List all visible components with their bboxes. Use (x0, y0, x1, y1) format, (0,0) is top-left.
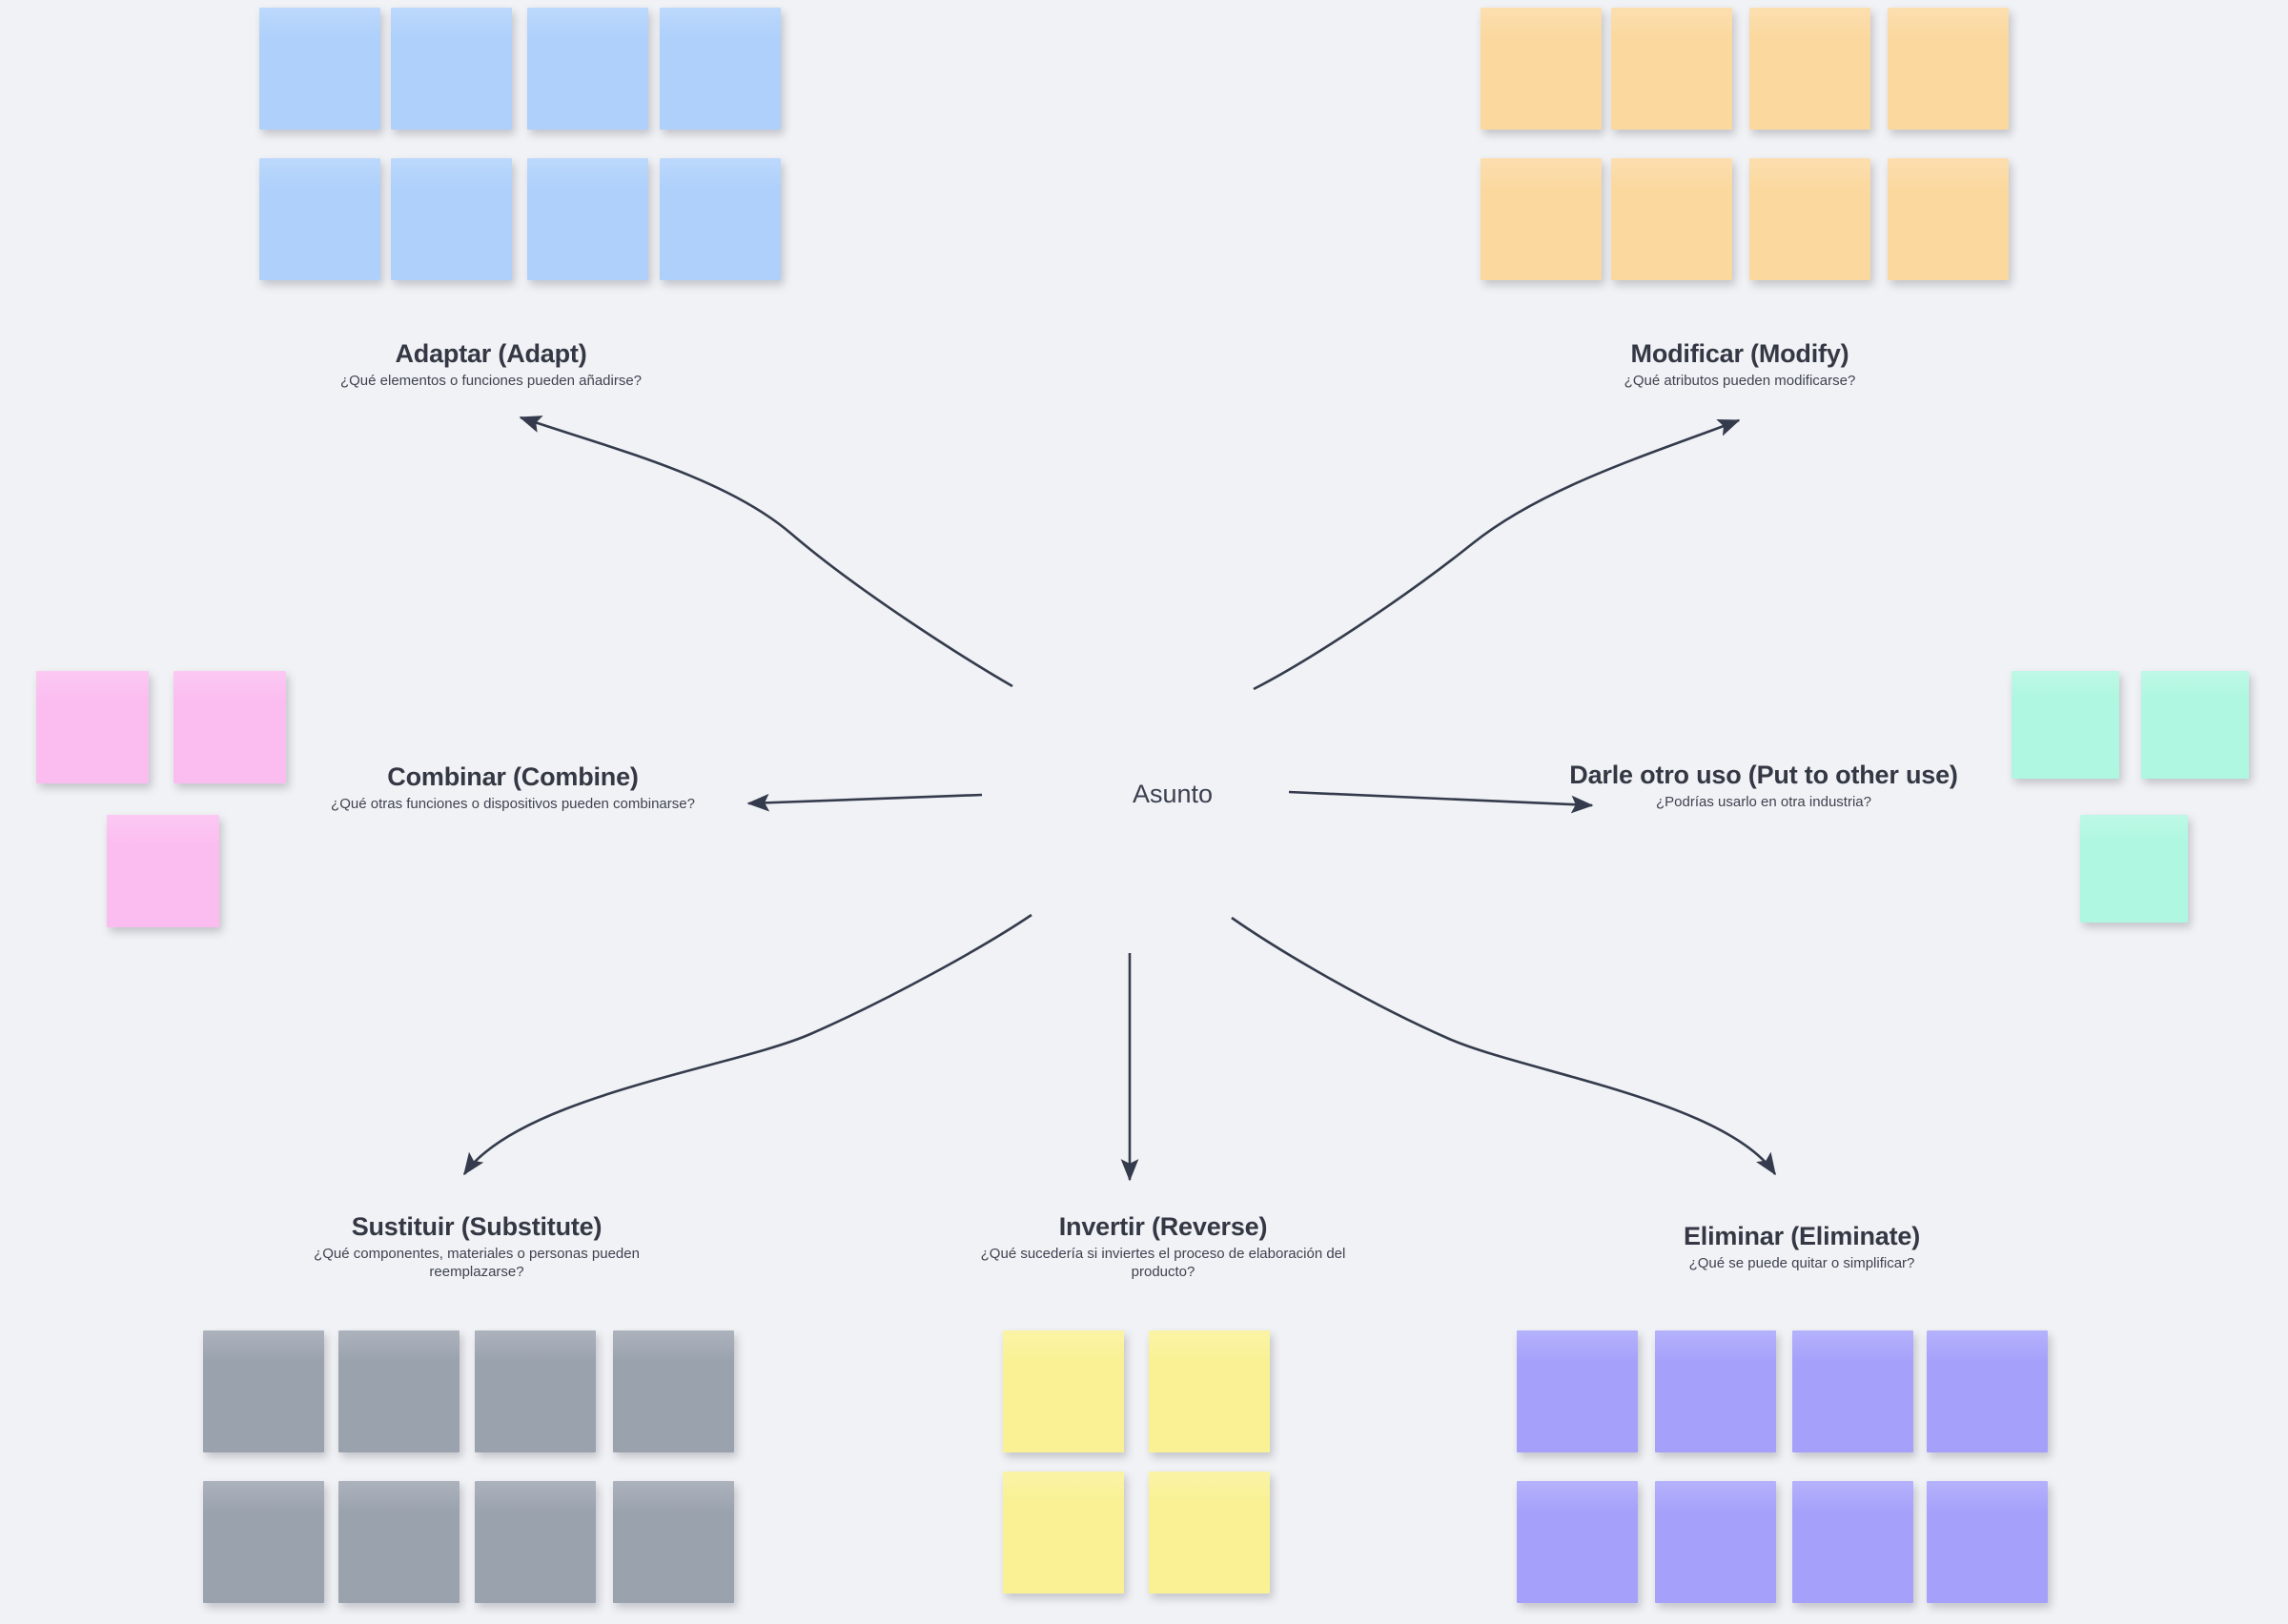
sticky-note[interactable] (1149, 1472, 1270, 1594)
sticky-note[interactable] (338, 1330, 460, 1452)
sticky-note[interactable] (1481, 8, 1602, 130)
center-node-label[interactable]: Asunto (1132, 780, 1214, 808)
node-combinar[interactable]: Combinar (Combine) ¿Qué otras funciones … (303, 762, 723, 814)
arrow-to-modificar (1253, 418, 1741, 691)
node-subtitle: ¿Qué atributos pueden modificarse? (1624, 373, 1856, 390)
sticky-note[interactable] (1749, 158, 1870, 280)
node-modificar[interactable]: Modificar (Modify) ¿Qué atributos pueden… (1516, 339, 1964, 391)
sticky-note[interactable] (475, 1330, 596, 1452)
sticky-note[interactable] (2012, 671, 2119, 779)
node-title: Invertir (Reverse) (1058, 1212, 1268, 1241)
sticky-note[interactable] (1149, 1330, 1270, 1452)
node-sustituir[interactable]: Sustituir (Substitute) ¿Qué componentes,… (276, 1212, 677, 1282)
sticky-note[interactable] (1749, 8, 1870, 130)
sticky-note[interactable] (1927, 1481, 2048, 1603)
sticky-note[interactable] (1655, 1330, 1776, 1452)
node-adaptar[interactable]: Adaptar (Adapt) ¿Qué elementos o funcion… (267, 339, 715, 391)
sticky-note[interactable] (1888, 8, 2009, 130)
sticky-note[interactable] (391, 158, 512, 280)
sticky-note[interactable] (1003, 1330, 1124, 1452)
sticky-note[interactable] (613, 1330, 734, 1452)
node-eliminar[interactable]: Eliminar (Eliminate) ¿Qué se puede quita… (1602, 1222, 2002, 1273)
sticky-note[interactable] (1792, 1330, 1913, 1452)
sticky-note[interactable] (1611, 158, 1732, 280)
arrow-to-combinar (746, 793, 983, 812)
arrow-to-darle-otro-uso (1288, 790, 1594, 814)
arrow-to-adaptar (519, 416, 1013, 688)
sticky-note[interactable] (1481, 158, 1602, 280)
sticky-note[interactable] (1517, 1481, 1638, 1603)
sticky-note[interactable] (660, 8, 781, 130)
sticky-note[interactable] (1888, 158, 2009, 280)
node-title: Darle otro uso (Put to other use) (1569, 761, 1958, 789)
sticky-note[interactable] (36, 671, 149, 783)
node-title: Sustituir (Substitute) (351, 1212, 603, 1241)
sticky-note[interactable] (1611, 8, 1732, 130)
sticky-note[interactable] (107, 815, 219, 927)
node-subtitle: ¿Qué sucedería si inviertes el proceso d… (980, 1246, 1346, 1280)
sticky-note[interactable] (391, 8, 512, 130)
sticky-note[interactable] (259, 8, 380, 130)
node-title: Combinar (Combine) (387, 762, 639, 791)
node-subtitle: ¿Qué se puede quitar o simplificar? (1688, 1255, 1915, 1272)
sticky-note[interactable] (203, 1330, 324, 1452)
sticky-note[interactable] (2080, 815, 2188, 923)
arrow-to-eliminar (1231, 916, 1777, 1176)
sticky-note[interactable] (1517, 1330, 1638, 1452)
node-title: Eliminar (Eliminate) (1683, 1222, 1921, 1250)
node-title: Adaptar (Adapt) (395, 339, 587, 368)
sticky-note[interactable] (1792, 1481, 1913, 1603)
sticky-note[interactable] (475, 1481, 596, 1603)
node-subtitle: ¿Podrías usarlo en otra industria? (1656, 794, 1871, 811)
sticky-note[interactable] (338, 1481, 460, 1603)
sticky-note[interactable] (2141, 671, 2249, 779)
sticky-note[interactable] (1927, 1330, 2048, 1452)
node-subtitle: ¿Qué otras funciones o dispositivos pued… (331, 796, 695, 813)
sticky-note[interactable] (527, 8, 648, 130)
node-subtitle: ¿Qué componentes, materiales o personas … (314, 1246, 640, 1280)
sticky-note[interactable] (660, 158, 781, 280)
sticky-note[interactable] (1655, 1481, 1776, 1603)
node-title: Modificar (Modify) (1630, 339, 1849, 368)
arrow-to-sustituir (462, 913, 1032, 1176)
sticky-note[interactable] (613, 1481, 734, 1603)
sticky-note[interactable] (527, 158, 648, 280)
sticky-note[interactable] (259, 158, 380, 280)
node-subtitle: ¿Qué elementos o funciones pueden añadir… (339, 373, 643, 390)
sticky-note[interactable] (1003, 1472, 1124, 1594)
node-darle-otro-uso[interactable]: Darle otro uso (Put to other use) ¿Podrí… (1563, 761, 1964, 812)
sticky-note[interactable] (203, 1481, 324, 1603)
node-invertir[interactable]: Invertir (Reverse) ¿Qué sucedería si inv… (963, 1212, 1363, 1282)
sticky-note[interactable] (174, 671, 286, 783)
